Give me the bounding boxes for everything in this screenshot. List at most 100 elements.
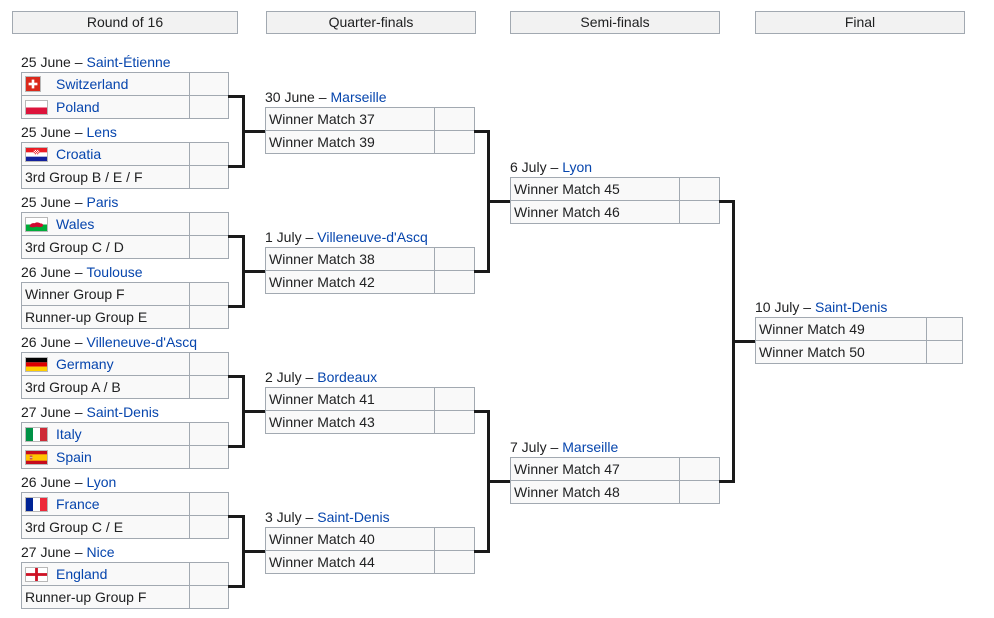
- team-cell: Switzerland: [22, 73, 189, 95]
- team-link[interactable]: Italy: [56, 426, 82, 442]
- score-cell: [189, 213, 228, 235]
- r16-match-1: 25 June –Saint-Étienne Switzerland Polan…: [21, 52, 229, 119]
- team-cell: Runner-up Group F: [22, 586, 189, 608]
- bracket-connector: [487, 200, 510, 203]
- team-cell: Wales: [22, 213, 189, 235]
- r16-match-2: 25 June –Lens Croatia 3rd Group B / E / …: [21, 122, 229, 189]
- match-date-text: 25 June –: [21, 54, 83, 70]
- france-flag-icon: [25, 496, 48, 512]
- score-cell: [434, 248, 474, 270]
- bracket-connector: [228, 585, 245, 588]
- venue-link[interactable]: Bordeaux: [317, 369, 378, 385]
- team-placeholder: Winner Match 45: [514, 181, 620, 197]
- venue-link[interactable]: Lyon: [562, 159, 593, 175]
- bracket-connector: [228, 445, 245, 448]
- score-cell: [679, 481, 719, 503]
- final-match: 10 July –Saint-Denis Winner Match 49 Win…: [755, 297, 963, 364]
- bracket-connector: [228, 375, 245, 378]
- qf-match-4: 3 July –Saint-Denis Winner Match 40 Winn…: [265, 507, 475, 574]
- team-row: Germany: [21, 352, 229, 376]
- team-row: England: [21, 562, 229, 586]
- venue-link[interactable]: Saint-Denis: [86, 404, 159, 420]
- match-date-text: 3 July –: [265, 509, 314, 525]
- match-date: 25 June –Saint-Étienne: [21, 52, 229, 72]
- match-date-text: 1 July –: [265, 229, 314, 245]
- match-date-text: 10 July –: [755, 299, 812, 315]
- bracket-connector: [228, 95, 245, 98]
- team-link[interactable]: France: [56, 496, 100, 512]
- bracket-connector: [228, 235, 245, 238]
- team-cell: Winner Match 38: [266, 248, 434, 270]
- team-cell: Winner Match 46: [511, 201, 679, 223]
- team-link[interactable]: Germany: [56, 356, 114, 372]
- team-link[interactable]: Spain: [56, 449, 92, 465]
- match-date-text: 7 July –: [510, 439, 559, 455]
- score-cell: [189, 586, 228, 608]
- team-link[interactable]: Wales: [56, 216, 95, 232]
- venue-link[interactable]: Villeneuve-d'Ascq: [317, 229, 428, 245]
- venue-link[interactable]: Paris: [86, 194, 119, 210]
- bracket-connector: [474, 550, 490, 553]
- team-placeholder: 3rd Group A / B: [25, 379, 121, 395]
- score-cell: [926, 318, 962, 340]
- team-placeholder: Winner Match 40: [269, 531, 375, 547]
- r16-match-8: 27 June –Nice England Runner-up Group F: [21, 542, 229, 609]
- team-link[interactable]: Switzerland: [56, 76, 129, 92]
- venue-link[interactable]: Nice: [86, 544, 115, 560]
- match-date: 27 June –Saint-Denis: [21, 402, 229, 422]
- score-cell: [434, 388, 474, 410]
- team-placeholder: Winner Group F: [25, 286, 125, 302]
- team-row: Poland: [21, 95, 229, 119]
- team-cell: Winner Match 41: [266, 388, 434, 410]
- bracket-connector: [474, 270, 490, 273]
- team-placeholder: Winner Match 47: [514, 461, 620, 477]
- venue-link[interactable]: Villeneuve-d'Ascq: [86, 334, 198, 350]
- team-row: Runner-up Group F: [21, 585, 229, 609]
- venue-link[interactable]: Toulouse: [86, 264, 143, 280]
- team-row: 3rd Group C / D: [21, 235, 229, 259]
- venue-link[interactable]: Marseille: [330, 89, 387, 105]
- match-date-text: 26 June –: [21, 334, 83, 350]
- team-cell: Winner Match 40: [266, 528, 434, 550]
- score-cell: [434, 528, 474, 550]
- team-row: Croatia: [21, 142, 229, 166]
- team-cell: Poland: [22, 96, 189, 118]
- team-cell: Winner Match 50: [756, 341, 926, 363]
- round-header-round-of-16: Round of 16: [12, 11, 238, 34]
- score-cell: [679, 458, 719, 480]
- team-cell: Winner Match 39: [266, 131, 434, 153]
- score-cell: [434, 551, 474, 573]
- team-cell: Croatia: [22, 143, 189, 165]
- match-date: 10 July –Saint-Denis: [755, 297, 963, 317]
- team-row: Winner Match 42: [265, 270, 475, 294]
- team-row: Winner Match 40: [265, 527, 475, 551]
- r16-match-5: 26 June –Villeneuve-d'Ascq Germany 3rd G…: [21, 332, 229, 399]
- team-link[interactable]: Croatia: [56, 146, 102, 162]
- venue-link[interactable]: Saint-Denis: [815, 299, 888, 315]
- venue-link[interactable]: Marseille: [562, 439, 619, 455]
- poland-flag-icon: [25, 99, 48, 115]
- venue-link[interactable]: Lens: [86, 124, 117, 140]
- r16-match-4: 26 June –Toulouse Winner Group F Runner-…: [21, 262, 229, 329]
- team-link[interactable]: England: [56, 566, 108, 582]
- bracket-connector: [474, 410, 490, 413]
- wales-flag-icon: [25, 216, 48, 232]
- score-cell: [189, 96, 228, 118]
- match-date-text: 6 July –: [510, 159, 559, 175]
- team-placeholder: 3rd Group C / E: [25, 519, 124, 535]
- match-date-text: 26 June –: [21, 474, 83, 490]
- team-row: Winner Match 37: [265, 107, 475, 131]
- score-cell: [189, 236, 228, 258]
- bracket-connector: [719, 480, 735, 483]
- team-row: 3rd Group C / E: [21, 515, 229, 539]
- bracket-connector: [242, 550, 265, 553]
- team-cell: 3rd Group A / B: [22, 376, 189, 398]
- venue-link[interactable]: Saint-Denis: [317, 509, 390, 525]
- team-cell: Winner Group F: [22, 283, 189, 305]
- team-link[interactable]: Poland: [56, 99, 100, 115]
- venue-link[interactable]: Saint-Étienne: [86, 54, 171, 70]
- venue-link[interactable]: Lyon: [86, 474, 117, 490]
- team-cell: Winner Match 43: [266, 411, 434, 433]
- sf-match-2: 7 July –Marseille Winner Match 47 Winner…: [510, 437, 720, 504]
- team-placeholder: Winner Match 50: [759, 344, 865, 360]
